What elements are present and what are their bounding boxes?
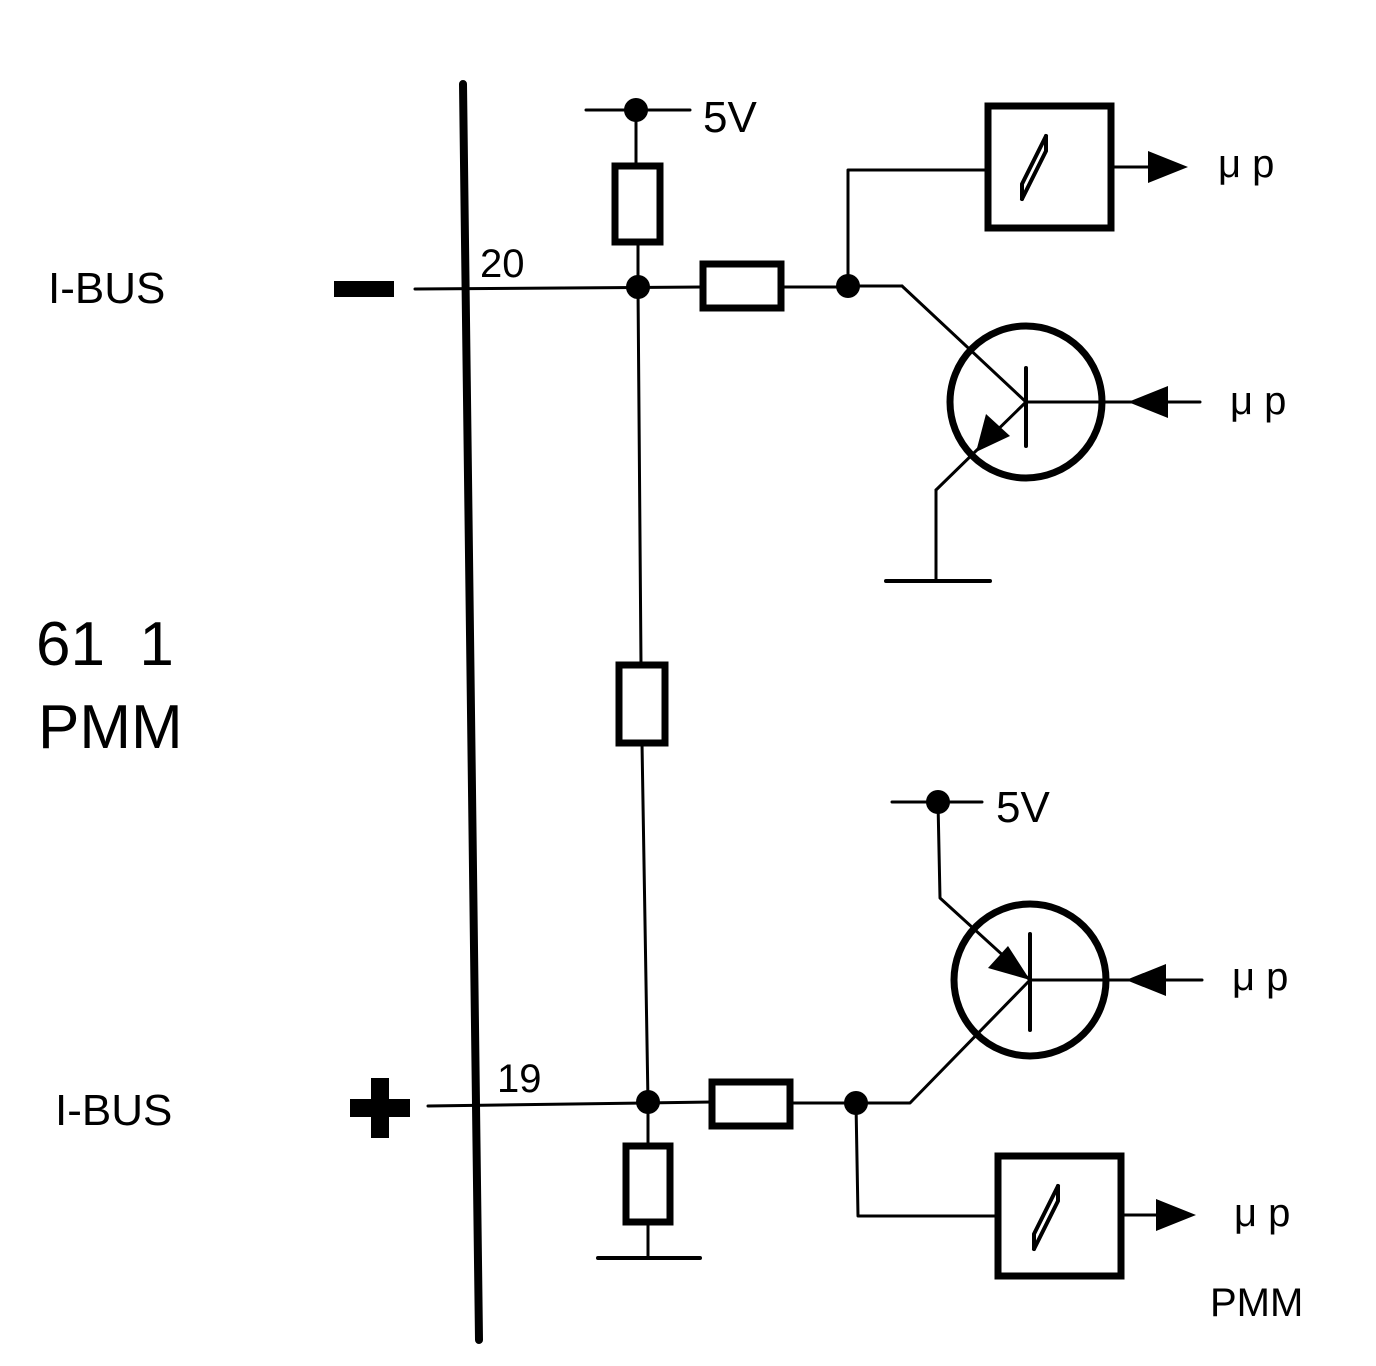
pullup-resistor <box>611 162 664 246</box>
termination-resistor <box>615 661 669 747</box>
plus-symbol <box>350 1078 410 1138</box>
pin-number-20: 20 <box>480 242 525 286</box>
emitter-arrow-top <box>976 414 1010 452</box>
arrow-out-bottom <box>1156 1199 1196 1231</box>
transistor-top-collector <box>900 284 1028 404</box>
supply-label-top: 5V <box>703 93 757 142</box>
hysteresis-icon-bottom <box>1032 1184 1060 1251</box>
mp-out-bottom: μ p <box>1234 1191 1290 1235</box>
wire-minus-input <box>413 285 705 291</box>
arrow-in-bottom <box>1126 964 1166 996</box>
transistor-bottom-collector <box>854 978 1032 1105</box>
mp-in-bottom: μ p <box>1232 955 1288 999</box>
hysteresis-icon-top <box>1020 134 1048 201</box>
comparator-box-bottom <box>994 1152 1125 1280</box>
wire-to-comparator-top <box>846 168 990 288</box>
wire-5v-to-emitter-bottom <box>936 800 1032 982</box>
bus-label-top: I-BUS <box>48 264 165 313</box>
wire-to-comparator-bottom <box>854 1101 1000 1218</box>
supply-label-bottom: 5V <box>996 783 1050 832</box>
comparator-box-top <box>984 102 1115 232</box>
wire-plus-input <box>426 1100 714 1108</box>
backplane-bus-line <box>459 80 483 1344</box>
pulldown-resistor <box>622 1142 674 1226</box>
mp-out-top: μ p <box>1218 142 1274 186</box>
arrow-in-top <box>1128 386 1168 418</box>
footer-pmm: PMM <box>1210 1281 1303 1325</box>
mp-in-top: μ p <box>1230 379 1286 423</box>
minus-symbol <box>334 281 394 297</box>
pin-number-19: 19 <box>497 1057 542 1101</box>
bus-label-bottom: I-BUS <box>55 1086 172 1135</box>
wire-vertical-lower <box>640 741 650 1104</box>
emitter-arrow-bottom <box>988 946 1030 980</box>
series-resistor-top <box>699 260 785 312</box>
series-resistor-bottom <box>708 1078 794 1130</box>
module-name: PMM <box>38 693 183 762</box>
wire-vertical-upper <box>636 285 643 667</box>
module-code: 61 1 <box>36 610 174 679</box>
arrow-out-top <box>1148 151 1188 183</box>
